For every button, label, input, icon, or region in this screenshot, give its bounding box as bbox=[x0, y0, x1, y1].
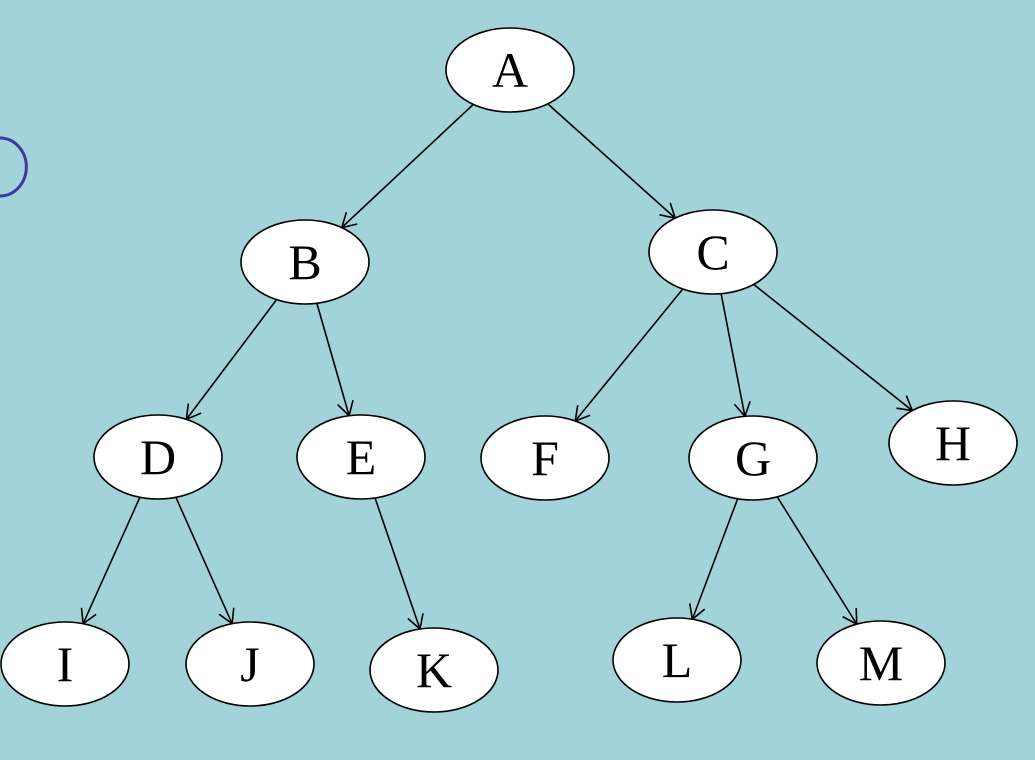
node-ellipse bbox=[445, 27, 575, 113]
partial-circle-icon bbox=[0, 136, 28, 198]
edge-line bbox=[316, 303, 350, 416]
node-ellipse bbox=[93, 414, 223, 500]
node-ellipse bbox=[369, 627, 499, 713]
node-J: J bbox=[185, 621, 315, 707]
node-label: H bbox=[935, 415, 971, 471]
node-label: G bbox=[735, 430, 771, 486]
node-A: A bbox=[445, 27, 575, 113]
node-I: I bbox=[0, 621, 130, 707]
node-C: C bbox=[648, 209, 778, 295]
node-label: F bbox=[531, 430, 559, 486]
node-label: I bbox=[57, 636, 74, 692]
edge-line bbox=[175, 496, 233, 625]
node-F: F bbox=[480, 415, 610, 501]
node-G: G bbox=[688, 415, 818, 501]
node-label: B bbox=[288, 234, 321, 290]
edge-line bbox=[82, 496, 141, 625]
node-D: D bbox=[93, 414, 223, 500]
node-label: A bbox=[492, 42, 528, 98]
node-ellipse bbox=[888, 400, 1018, 486]
node-K: K bbox=[369, 627, 499, 713]
edge-line bbox=[547, 103, 676, 219]
node-label: E bbox=[346, 429, 377, 485]
node-label: M bbox=[859, 635, 903, 691]
node-M: M bbox=[816, 620, 946, 706]
node-ellipse bbox=[612, 617, 742, 703]
node-ellipse bbox=[480, 415, 610, 501]
node-label: J bbox=[240, 636, 259, 692]
node-label: L bbox=[662, 632, 693, 688]
edge-line bbox=[776, 496, 858, 625]
node-ellipse bbox=[240, 219, 370, 305]
node-E: E bbox=[296, 414, 426, 500]
node-ellipse bbox=[816, 620, 946, 706]
node-label: C bbox=[696, 224, 729, 280]
edge-line bbox=[374, 497, 421, 630]
node-ellipse bbox=[0, 621, 130, 707]
edge-line bbox=[720, 293, 746, 417]
node-label: D bbox=[140, 429, 176, 485]
node-L: L bbox=[612, 617, 742, 703]
nodes-layer: A B C D E F G H I J K L M bbox=[0, 27, 1018, 713]
node-H: H bbox=[888, 400, 1018, 486]
node-ellipse bbox=[185, 621, 315, 707]
edge-line bbox=[574, 288, 684, 422]
node-ellipse bbox=[648, 209, 778, 295]
node-ellipse bbox=[688, 415, 818, 501]
edge-line bbox=[753, 283, 913, 412]
edge-line bbox=[691, 498, 739, 620]
edges-layer bbox=[80, 103, 914, 631]
node-B: B bbox=[240, 219, 370, 305]
edge-line bbox=[341, 103, 474, 229]
node-ellipse bbox=[296, 414, 426, 500]
node-label: K bbox=[416, 642, 452, 698]
edge-line bbox=[185, 299, 278, 420]
